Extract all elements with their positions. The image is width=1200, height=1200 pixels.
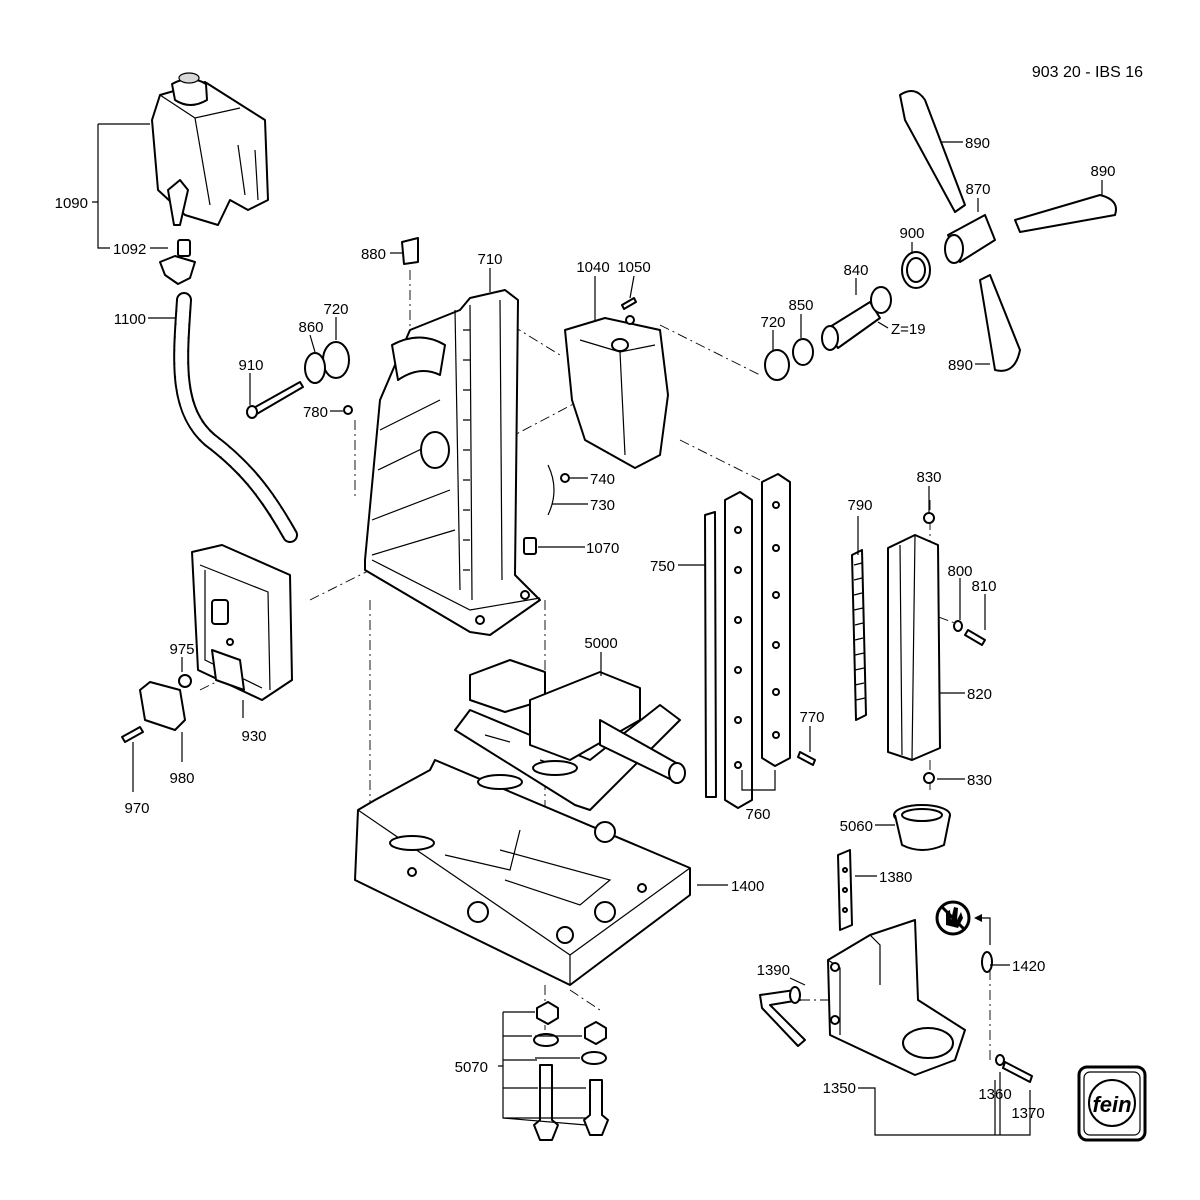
- gear-ring-900: [901, 251, 931, 289]
- diagram-title: 903 20 - IBS 16: [1032, 64, 1143, 81]
- label-890-right: 890: [1090, 163, 1115, 180]
- label-830-top: 830: [916, 469, 941, 486]
- label-720-left: 720: [323, 301, 348, 318]
- label-800: 800: [947, 563, 972, 580]
- pinion-shaft: [821, 286, 892, 351]
- label-1092: 1092: [113, 241, 146, 258]
- screw-830-top: [923, 512, 935, 524]
- label-780: 780: [303, 404, 328, 421]
- no-hand-glove-icon: [935, 900, 971, 936]
- label-790: 790: [847, 497, 872, 514]
- leader-lines: [92, 123, 1103, 1136]
- label-900: 900: [899, 225, 924, 242]
- control-box: [191, 544, 293, 701]
- label-850: 850: [788, 297, 813, 314]
- machine-vice: [454, 659, 686, 811]
- washer-1360: [995, 1054, 1005, 1066]
- clamp-lever: [759, 986, 806, 1047]
- arrow-lead: [978, 917, 991, 945]
- label-1350: 1350: [823, 1080, 856, 1097]
- label-880: 880: [361, 246, 386, 263]
- bushing-720-right: [764, 349, 790, 381]
- label-970: 970: [124, 800, 149, 817]
- label-730: 730: [590, 497, 615, 514]
- bolt-910: [246, 381, 304, 419]
- label-720-right: 720: [760, 314, 785, 331]
- label-820: 820: [967, 686, 992, 703]
- ring-850: [792, 338, 814, 366]
- column-housing: [364, 289, 541, 636]
- label-1040: 1040: [576, 259, 609, 276]
- arrow-head-icon: [974, 914, 982, 922]
- label-770: 770: [799, 709, 824, 726]
- label-840: 840: [843, 262, 868, 279]
- small-parts-left: [121, 674, 192, 743]
- label-910: 910: [238, 357, 263, 374]
- screw-810: [964, 629, 986, 646]
- label-710: 710: [477, 251, 502, 268]
- label-1380: 1380: [879, 869, 912, 886]
- label-1090: 1090: [55, 195, 88, 212]
- coolant-tank: [151, 72, 269, 226]
- gearbox-cover: [564, 315, 669, 469]
- label-1050: 1050: [617, 259, 650, 276]
- screw-740: [560, 473, 570, 483]
- label-810: 810: [971, 578, 996, 595]
- clamp-strip: [837, 849, 853, 931]
- label-1360: 1360: [978, 1086, 1011, 1103]
- guide-rails: [704, 473, 791, 809]
- gear-rack: [851, 549, 867, 721]
- label-1100: 1100: [114, 311, 146, 328]
- label-975: 975: [169, 641, 194, 658]
- label-5070: 5070: [455, 1059, 488, 1076]
- sleeve: [893, 804, 951, 851]
- set-screw: [343, 405, 353, 415]
- label-870: 870: [965, 181, 990, 198]
- label-930: 930: [241, 728, 266, 745]
- spring-clip: [547, 464, 555, 516]
- screw-1070: [523, 537, 537, 555]
- label-830-bottom: 830: [967, 772, 992, 789]
- washer-800: [953, 620, 963, 632]
- logo-text: fein: [1092, 1092, 1131, 1117]
- label-1370: 1370: [1011, 1105, 1044, 1122]
- screw-1050: [621, 297, 637, 310]
- part-labels: 903 20 - IBS 16 1090 1092 1100 880 710 1…: [55, 64, 1143, 1122]
- coolant-hose: [173, 292, 298, 543]
- label-860: 860: [298, 319, 323, 336]
- label-760: 760: [745, 806, 770, 823]
- label-1420: [981, 951, 993, 973]
- fein-logo: fein: [1077, 1065, 1147, 1142]
- drill-holder: [827, 919, 966, 1076]
- hub-870: [944, 214, 996, 264]
- end-cap: [401, 237, 419, 265]
- label-1420: 1420: [1012, 958, 1045, 975]
- bushing-left: [304, 341, 350, 384]
- label-1400: 1400: [731, 878, 764, 895]
- screw-830-bottom: [923, 772, 935, 784]
- rack-teeth: [463, 329, 470, 571]
- label-890-top: 890: [965, 135, 990, 152]
- label-5060: 5060: [840, 818, 873, 835]
- screw-1370: [1002, 1061, 1033, 1083]
- label-980: 980: [169, 770, 194, 787]
- label-750: 750: [650, 558, 675, 575]
- rail-holes: [734, 501, 780, 769]
- label-890-bottom: 890: [948, 357, 973, 374]
- handles-890: [899, 90, 1117, 372]
- valve-fitting: [159, 239, 196, 285]
- label-740: 740: [590, 471, 615, 488]
- label-1070: 1070: [586, 540, 619, 557]
- label-tooth-count: Z=19: [891, 321, 926, 338]
- fastener-set: [533, 1001, 609, 1141]
- screw-770: [797, 751, 816, 766]
- base-plate: [354, 759, 691, 986]
- label-1390: 1390: [757, 962, 790, 979]
- label-5000: 5000: [584, 635, 617, 652]
- slide-carriage: [887, 534, 941, 761]
